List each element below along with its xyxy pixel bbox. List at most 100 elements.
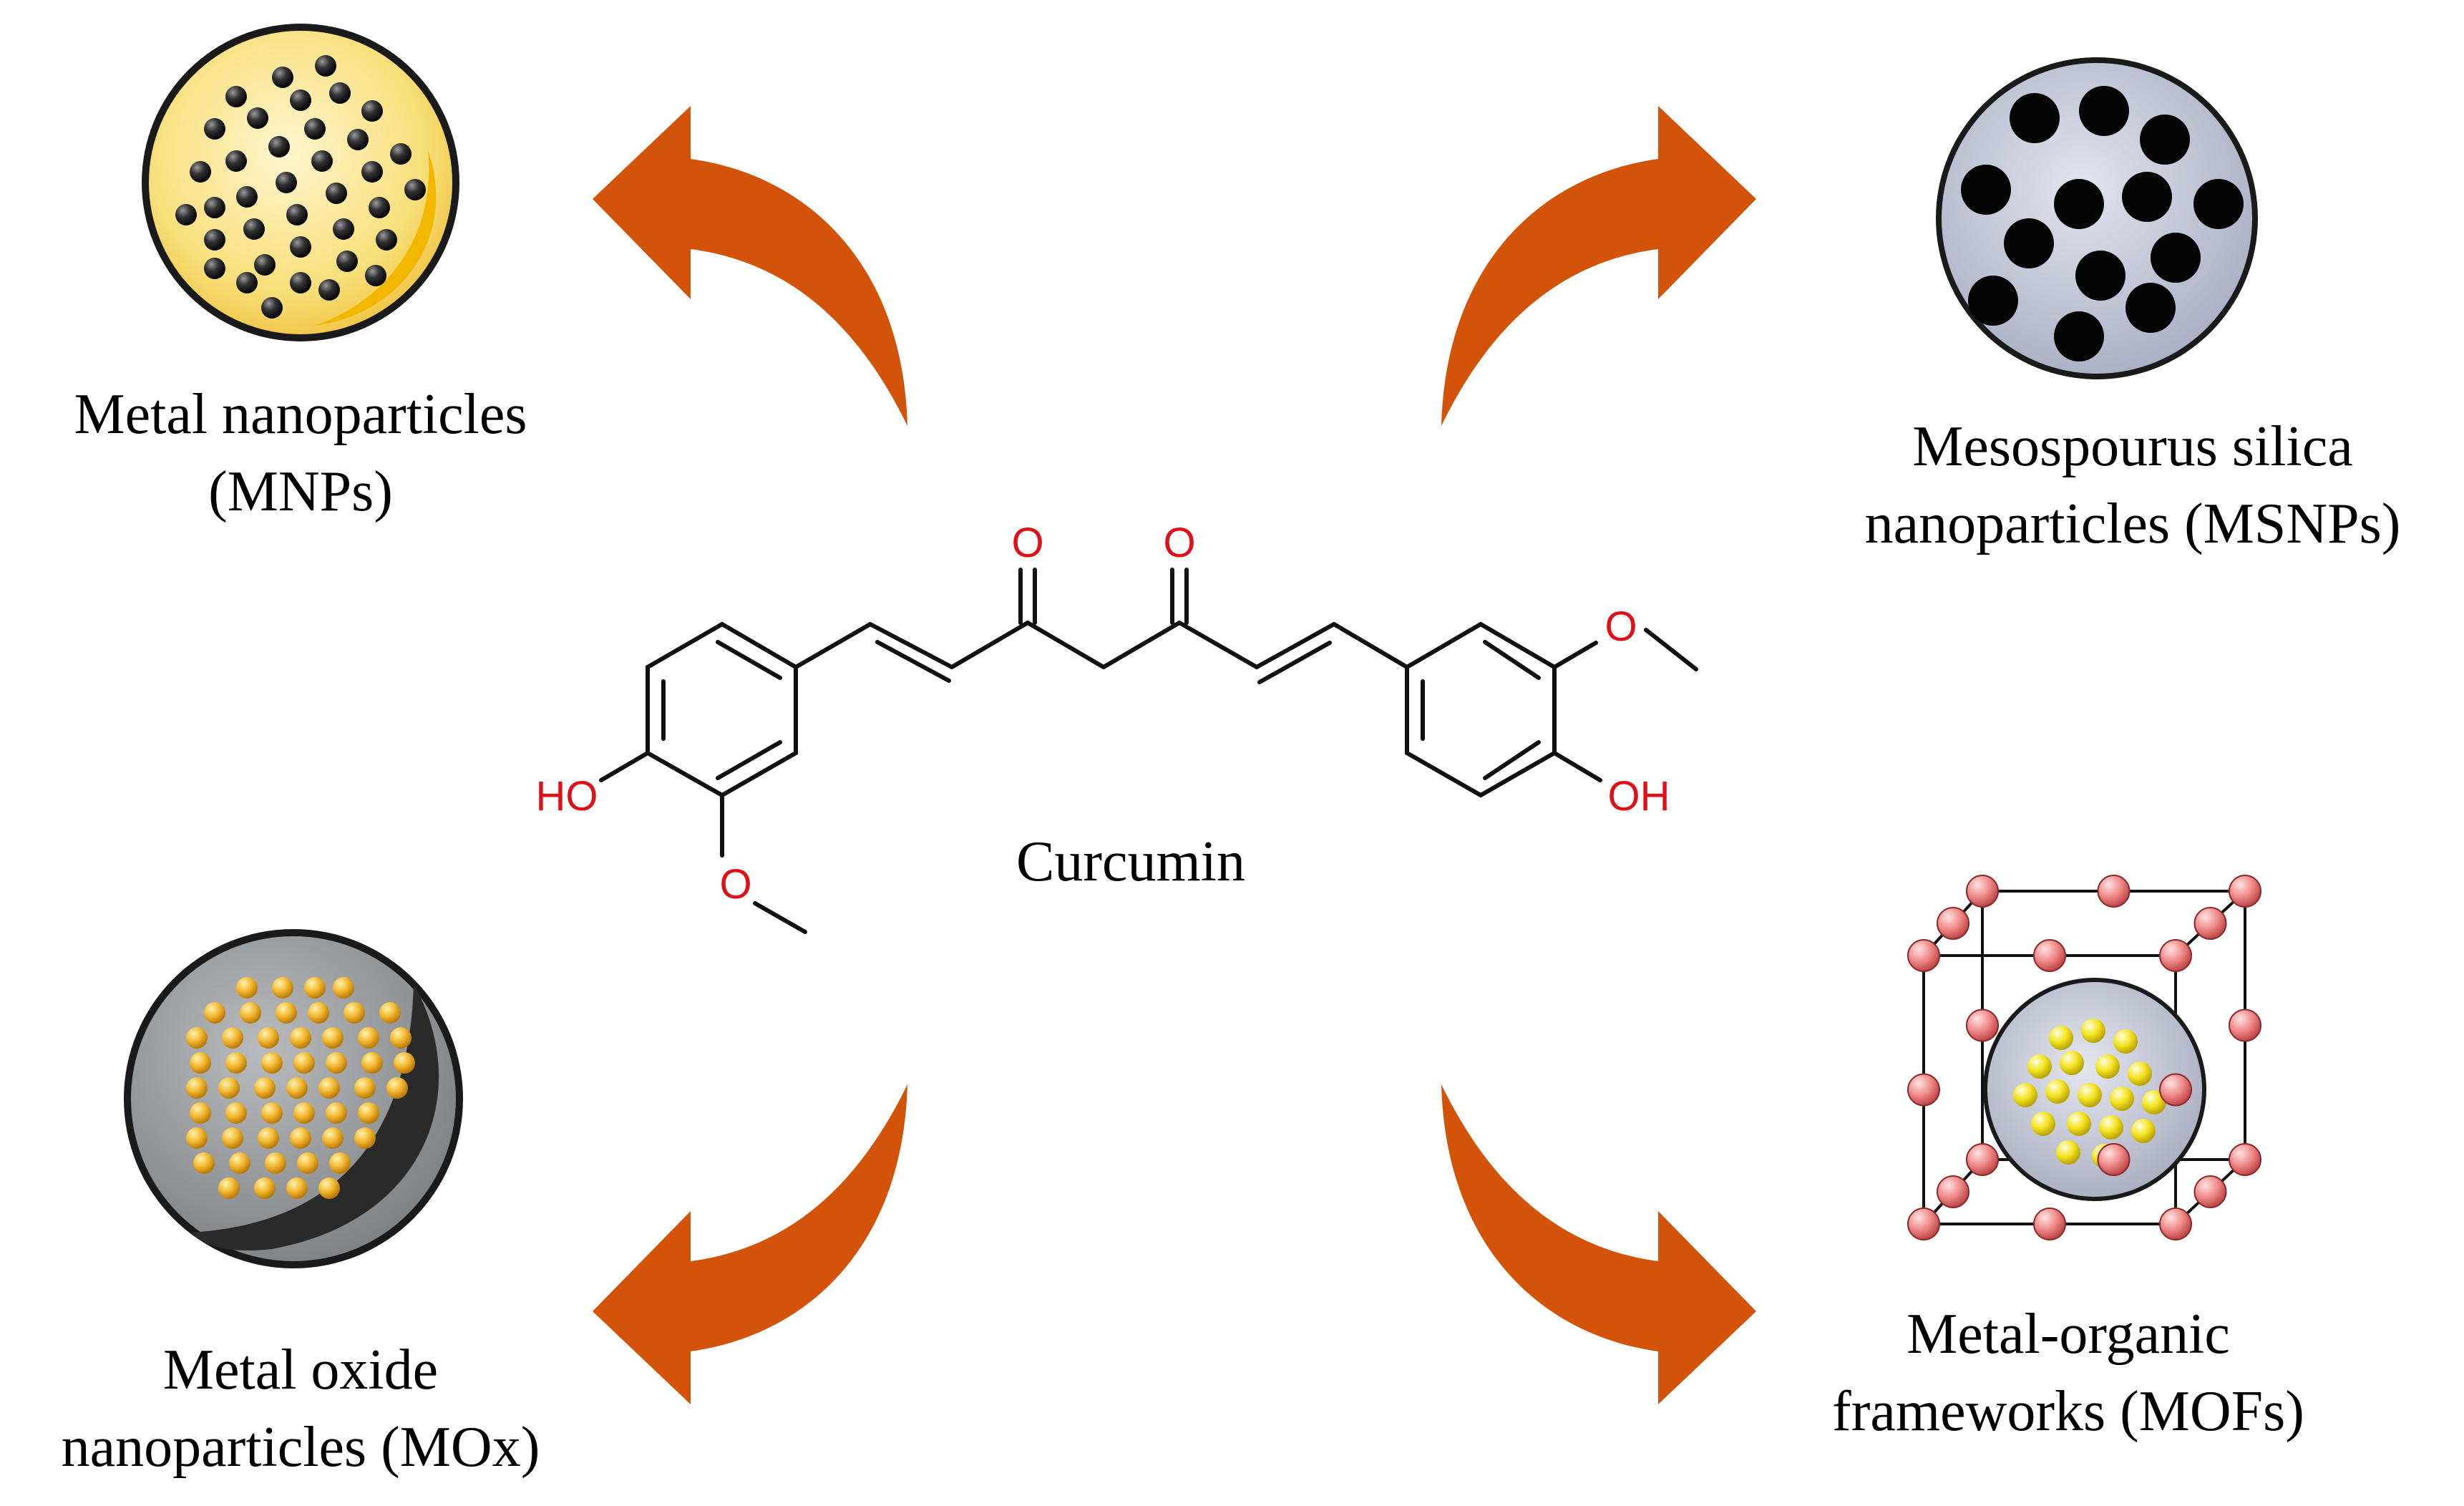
mox-bead: [290, 1127, 311, 1149]
msnp-pore: [2125, 283, 2176, 333]
mox-bead: [318, 1077, 340, 1099]
mof-guest-bead: [2095, 1054, 2120, 1079]
mnp-bead: [376, 229, 397, 251]
mnp-bead: [276, 172, 297, 193]
msnp-pore: [2054, 179, 2104, 229]
mnp-bead: [329, 82, 351, 104]
bond: [1552, 641, 1598, 669]
mnp-bead: [404, 179, 426, 200]
mnp-bead: [311, 150, 333, 172]
mox-bead: [186, 1027, 208, 1049]
node-label-line: frameworks (MOFs): [1832, 1380, 2304, 1443]
bond: [1332, 622, 1409, 669]
mox-bead: [304, 977, 326, 999]
mox-bead: [222, 1027, 243, 1049]
mox-bead: [218, 1177, 240, 1199]
mox-bead: [186, 1127, 208, 1149]
mof-metal-node: [1937, 907, 1969, 940]
node-label-mof: Metal-organic frameworks (MOFs): [1746, 1296, 2390, 1450]
node-label-line: Metal oxide: [162, 1339, 439, 1401]
mox-bead: [276, 1002, 297, 1024]
bond: [950, 621, 1030, 669]
mof-metal-node: [1937, 1175, 1969, 1208]
left-ring-double-bond: [716, 640, 782, 680]
mnp-bead: [272, 67, 293, 88]
node-label-line: nanoparticles (MOx): [61, 1416, 540, 1479]
mox-bead: [286, 1077, 308, 1099]
mof-metal-node: [2193, 1175, 2227, 1208]
mnp-bead: [365, 265, 386, 286]
mof-guest-bead: [2056, 1140, 2080, 1165]
msnp-pore: [1968, 276, 2018, 326]
mof-guest-bead: [2049, 1026, 2073, 1050]
mof-guest-bead: [2045, 1079, 2070, 1104]
node-label-msnp: Mesospourus silica nanoparticles (MSNPs): [1803, 408, 2462, 563]
mox-bead: [358, 1027, 379, 1049]
msnp-pore: [2079, 86, 2129, 136]
mnp-bead: [361, 100, 383, 122]
bond-double: [875, 640, 951, 683]
mox-bead: [261, 1052, 283, 1074]
node-label-line: Metal-organic: [1907, 1303, 2230, 1366]
mox-bead: [322, 1027, 344, 1049]
mox-bead: [261, 1102, 283, 1124]
mnp-bead: [390, 143, 412, 165]
mnp-bead: [333, 218, 354, 240]
mof-guest-bead: [2128, 1062, 2152, 1086]
mox-bead: [225, 1052, 247, 1074]
mof-metal-node: [1966, 1143, 1999, 1176]
mnp-bead: [204, 229, 225, 251]
mox-bead: [225, 1102, 247, 1124]
mox-bead: [344, 1002, 365, 1024]
arrow-to-mnp: [593, 106, 907, 426]
arrows-group: [593, 106, 1756, 1404]
atom-hydroxyl-right: OH: [1608, 773, 1670, 820]
mox-bead: [236, 977, 258, 999]
metal-oxide-illustration: [124, 929, 463, 1268]
msnp-pore: [2054, 311, 2104, 361]
mof-metal-node: [2097, 875, 2131, 908]
mox-bead: [265, 1152, 286, 1174]
mnp-bead: [190, 161, 211, 183]
atom-carbonyl-oxygen-right: O: [1163, 520, 1195, 566]
mof-guest-bead: [2099, 1115, 2123, 1140]
mox-bead: [222, 1127, 243, 1149]
mox-bead: [240, 1002, 261, 1024]
mox-bead: [322, 1127, 344, 1149]
metal-organic-framework-illustration: [1907, 875, 2261, 1240]
mof-guest-bead: [2078, 1083, 2102, 1107]
mof-metal-node: [2033, 1208, 2066, 1240]
metal-nanoparticle-illustration: [142, 24, 459, 341]
atom-carbonyl-oxygen-left: O: [1011, 520, 1043, 566]
mox-bead: [354, 1127, 376, 1149]
mnp-bead: [261, 297, 283, 319]
mnp-bead: [236, 186, 258, 208]
mox-bead: [204, 1002, 225, 1024]
mof-metal-node: [1907, 1073, 1940, 1107]
mnp-bead: [243, 218, 265, 240]
mnp-bead: [347, 129, 369, 150]
mox-bead: [308, 1002, 329, 1024]
bond: [599, 751, 650, 782]
bond: [1026, 621, 1106, 669]
node-label-line: Mesospourus silica: [1912, 415, 2353, 478]
mox-bead: [390, 1027, 412, 1049]
mnp-bead: [225, 150, 247, 172]
mof-guest-bead: [2081, 1019, 2105, 1043]
mof-metal-node: [1907, 1208, 1940, 1240]
node-label-line: (MNPs): [208, 460, 393, 523]
bond: [1644, 628, 1698, 671]
mox-bead: [361, 1052, 383, 1074]
mof-metal-node: [2159, 1073, 2192, 1107]
bond-double: [1257, 641, 1332, 684]
right-ring-double-bond: [1483, 640, 1541, 680]
mnp-bead: [290, 89, 311, 111]
mox-bead: [186, 1077, 208, 1099]
curcumin-molecule: [599, 568, 1698, 934]
mof-metal-node: [1907, 939, 1940, 972]
mox-bead: [293, 1102, 315, 1124]
node-label-mox: Metal oxide nanoparticles (MOx): [7, 1331, 594, 1486]
curcumin-label: Curcumin: [923, 823, 1338, 900]
